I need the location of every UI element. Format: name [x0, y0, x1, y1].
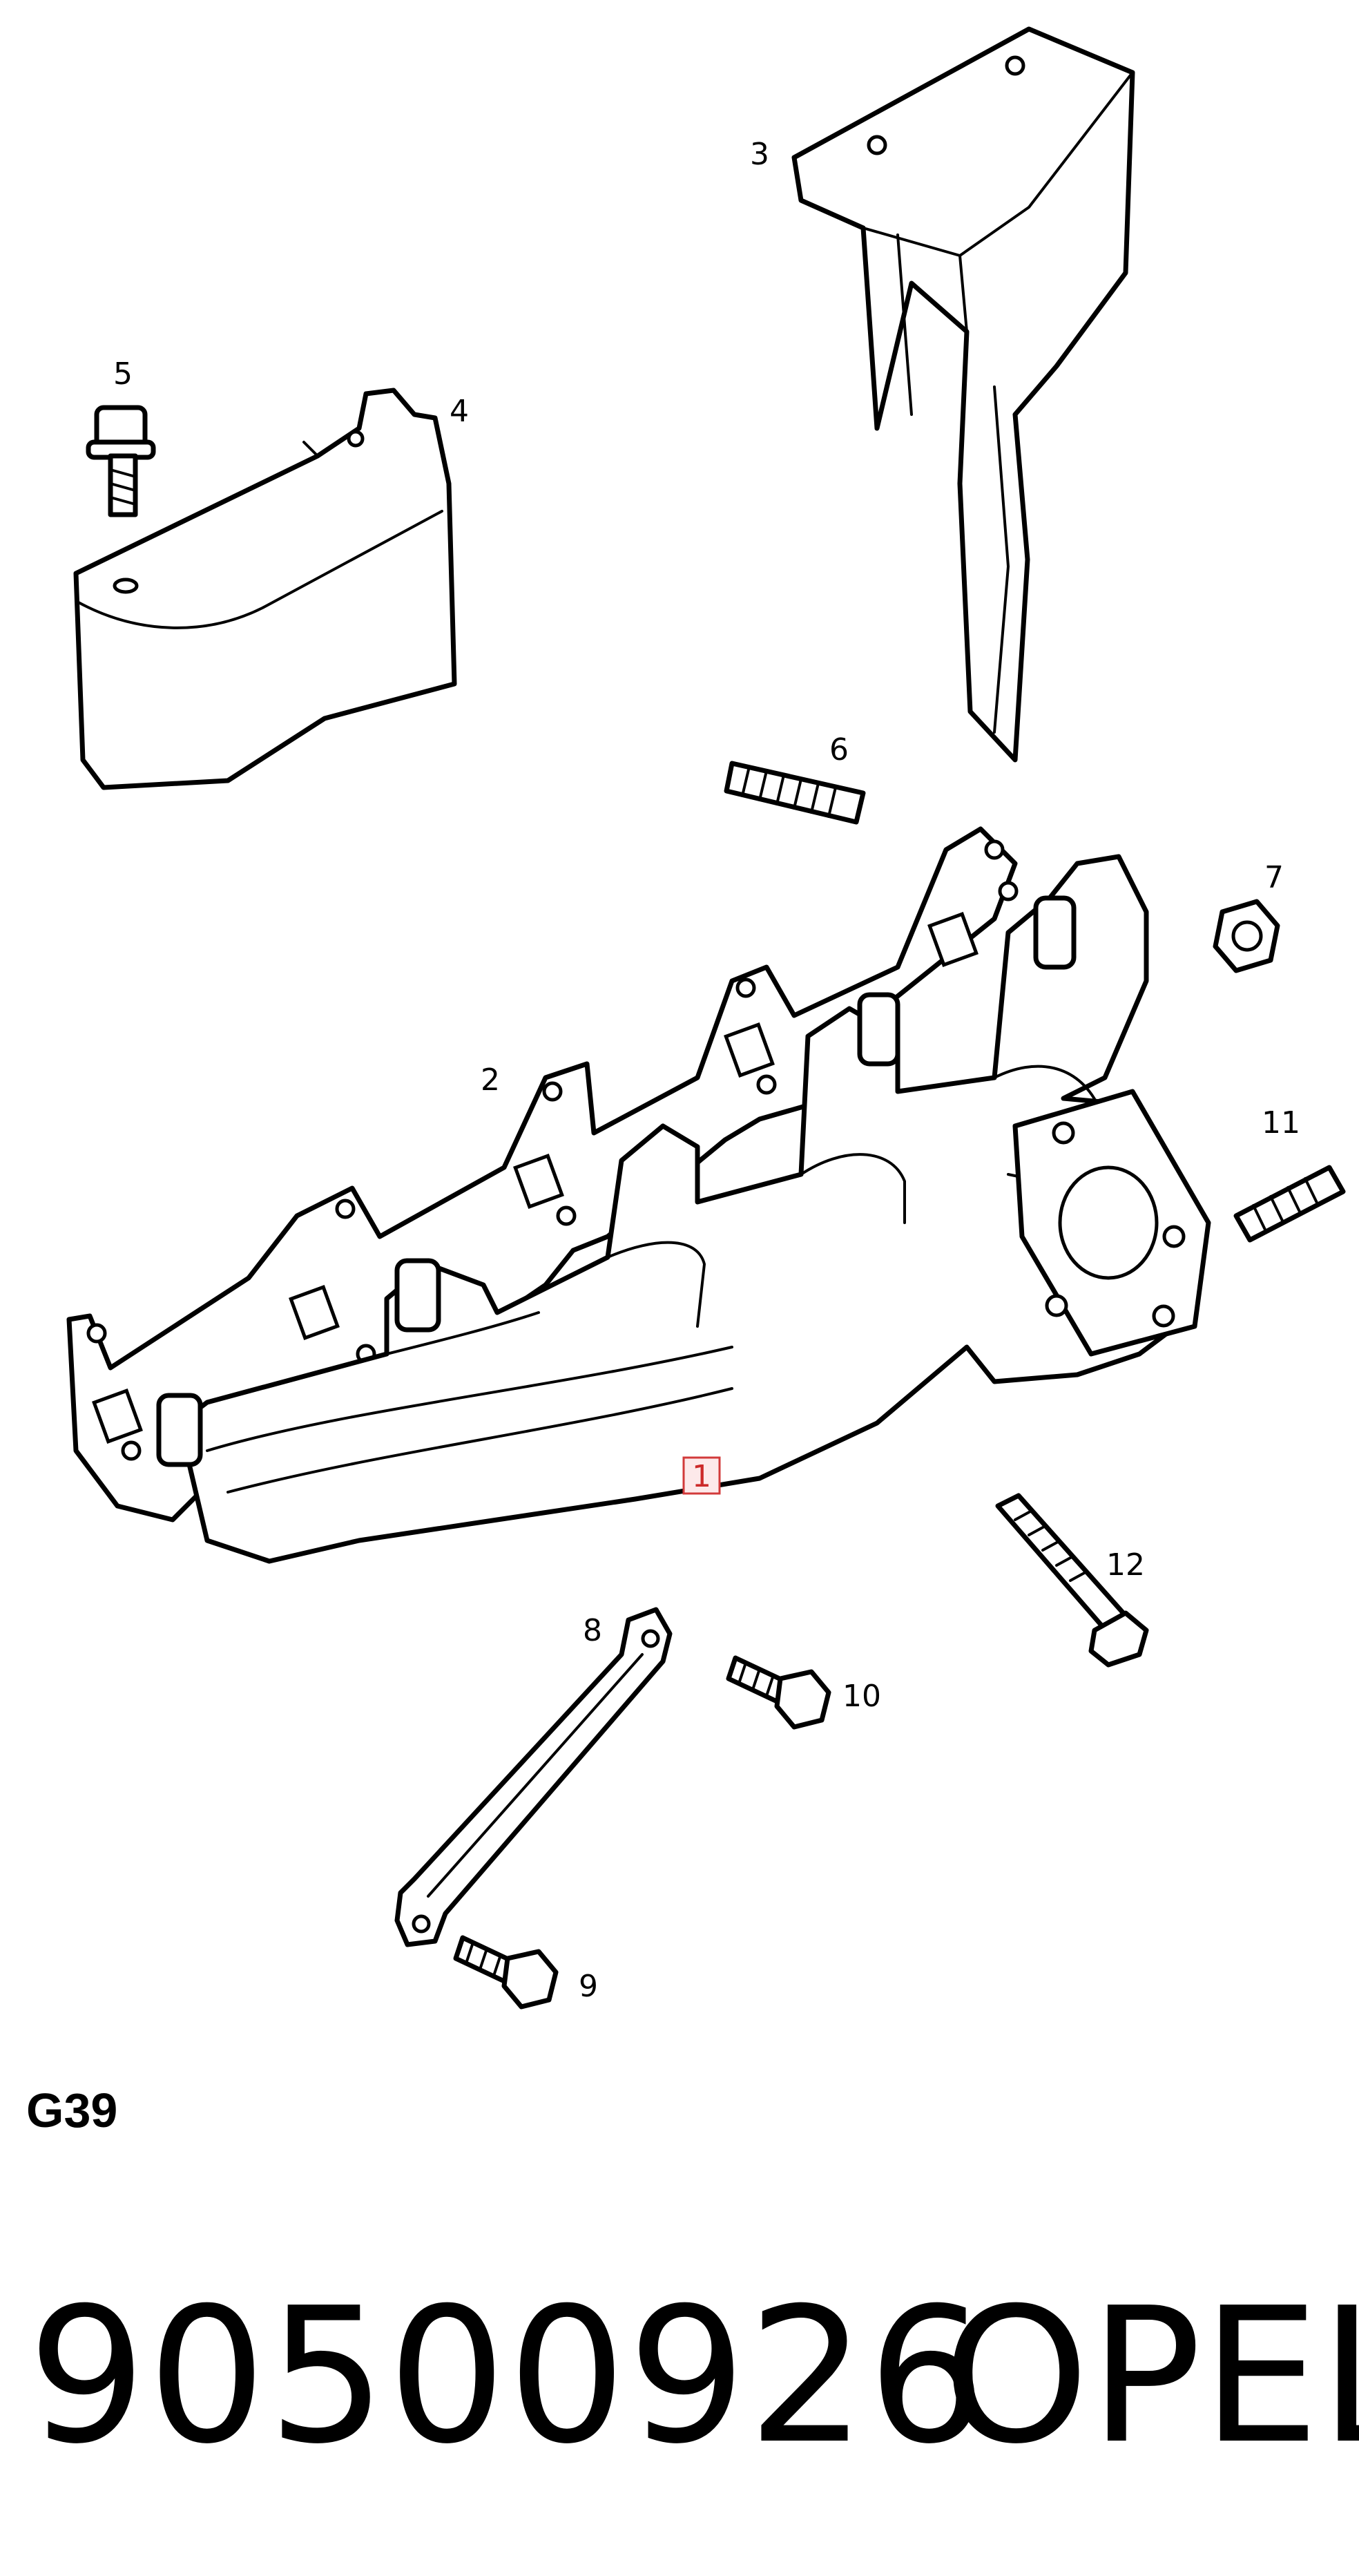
part-11-stud: [1233, 1165, 1346, 1243]
part-1-exhaust-manifold: [156, 854, 1211, 1564]
callout-6[interactable]: 6: [829, 732, 849, 767]
callout-5[interactable]: 5: [113, 356, 133, 392]
part-6-stud: [724, 761, 866, 825]
callout-1[interactable]: 1: [692, 1459, 711, 1494]
callout-10[interactable]: 10: [842, 1679, 881, 1714]
callout-8[interactable]: 8: [583, 1613, 602, 1648]
part-number: 90500926: [28, 2267, 988, 2485]
section-code: G39: [26, 2083, 118, 2137]
part-10-bolt: [726, 1655, 831, 1730]
part-5-bolt: [86, 405, 156, 517]
callout-9[interactable]: 9: [579, 1969, 598, 2004]
part-12-long-bolt: [995, 1493, 1149, 1668]
part-3-upper-heat-shield: [791, 26, 1135, 763]
brand-name: OPEL: [943, 2267, 1359, 2485]
part-7-nut: [1213, 899, 1280, 973]
part-9-bolt: [453, 1935, 559, 2010]
part-8-support-bracket: [394, 1607, 673, 1947]
callout-2[interactable]: 2: [481, 1062, 500, 1098]
callout-11[interactable]: 11: [1262, 1105, 1300, 1141]
part-4-side-heat-shield: [73, 388, 457, 790]
callout-12[interactable]: 12: [1106, 1547, 1145, 1583]
callout-3[interactable]: 3: [750, 137, 769, 172]
callout-1-highlight: [682, 1456, 721, 1495]
callout-7[interactable]: 7: [1264, 860, 1284, 895]
callout-4[interactable]: 4: [450, 394, 469, 429]
